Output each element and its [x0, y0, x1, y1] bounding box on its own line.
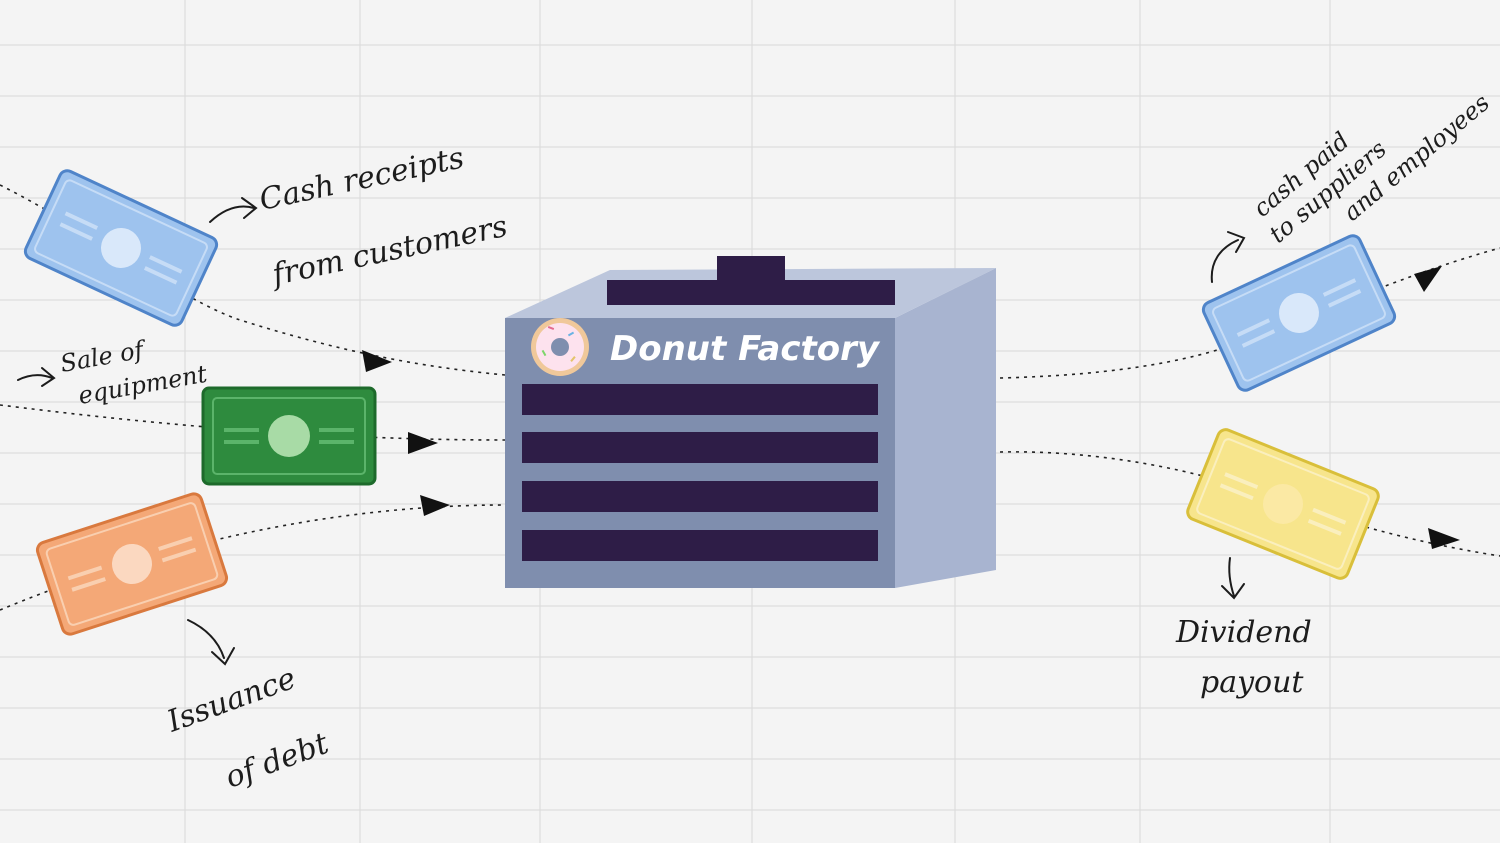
check-icon-debt — [35, 492, 229, 636]
factory-title: Donut Factory — [610, 329, 881, 369]
arrowhead-customers — [362, 350, 392, 372]
note-dividend-line-1: Dividend — [1175, 615, 1312, 650]
pointer-debt — [187, 619, 235, 666]
arrowhead-debt — [420, 495, 450, 516]
arrowhead-suppliers — [1414, 266, 1442, 292]
factory-vent — [717, 256, 785, 282]
note-customers-line-1: Cash receipts — [256, 140, 467, 217]
pointer-customers — [209, 197, 258, 223]
check-icon-dividend — [1186, 428, 1380, 580]
arrowhead-dividend — [1428, 528, 1460, 549]
flow-path-dividend — [999, 451, 1500, 557]
factory-side-wall — [895, 268, 996, 588]
note-debt: Issuance of debt — [162, 661, 334, 796]
banknote-icon-equipment — [201, 386, 377, 486]
donut-factory-building: Donut Factory — [505, 256, 996, 588]
pointer-suppliers — [1210, 231, 1246, 283]
note-dividend: Dividend payout — [1175, 615, 1312, 700]
check-icon-customers — [23, 169, 219, 327]
handwritten-pointers — [17, 197, 1246, 666]
note-equipment: Sale of equipment — [58, 335, 209, 410]
factory-window-4 — [522, 530, 878, 561]
factory-window-1 — [522, 384, 878, 415]
note-customers-line-2: from customers — [267, 209, 510, 293]
note-suppliers: cash paid to suppliers and employees — [1248, 88, 1495, 248]
factory-window-3 — [522, 481, 878, 512]
pointer-dividend — [1221, 557, 1245, 600]
note-dividend-line-2: payout — [1200, 665, 1304, 700]
note-debt-line-1: Issuance — [162, 661, 301, 740]
flow-arrowheads — [362, 266, 1460, 549]
factory-window-2 — [522, 432, 878, 463]
note-customers: Cash receipts from customers — [256, 140, 510, 293]
note-debt-line-2: of debt — [221, 726, 334, 796]
donut-icon — [531, 318, 589, 376]
factory-roof-block — [607, 280, 895, 305]
arrowhead-equipment — [408, 432, 438, 454]
pointer-equipment — [17, 367, 56, 387]
check-icon-suppliers — [1201, 234, 1397, 392]
